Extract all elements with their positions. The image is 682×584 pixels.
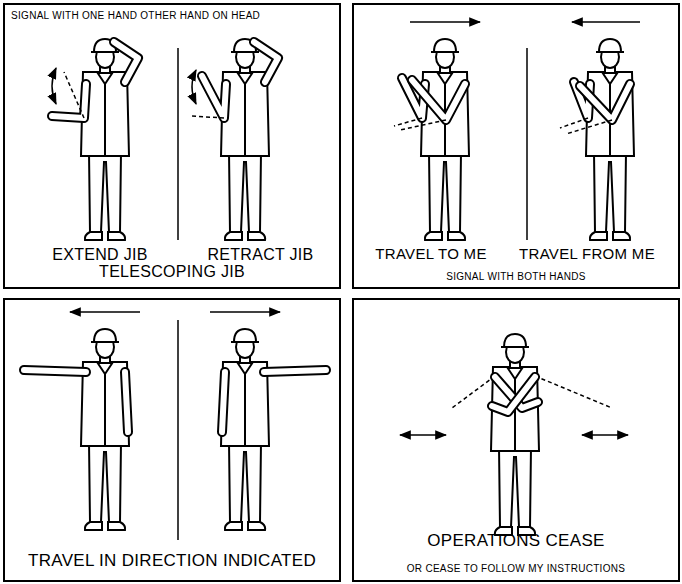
signal-caption: OPERATIONS CEASE [354, 532, 678, 551]
signal-caption: TRAVEL TO ME [356, 246, 506, 263]
signal-panel: TRAVEL TO METRAVEL FROM ME SIGNAL WITH BO… [352, 3, 680, 289]
signaller-figure [24, 312, 140, 530]
signaller-figure [394, 22, 480, 240]
signaller-figure [560, 22, 640, 240]
divider-line [177, 48, 179, 240]
signal-panel: TRAVEL IN DIRECTION INDICATED [3, 298, 341, 582]
signaller-figure [190, 39, 278, 240]
signal-caption: EXTEND JIB [25, 246, 175, 264]
signal-caption: SIGNAL WITH BOTH HANDS [354, 271, 678, 282]
instruction-note: SIGNAL WITH ONE HAND OTHER HAND ON HEAD [11, 10, 331, 21]
signal-panel: OPERATIONS CEASE OR CEASE TO FOLLOW MY IN… [352, 298, 680, 582]
signaller-figure [400, 334, 628, 535]
signaller-figure [52, 39, 138, 240]
divider-line [177, 320, 179, 540]
signal-panel: SIGNAL WITH ONE HAND OTHER HAND ON HEAD E… [3, 3, 341, 289]
signal-caption: TRAVEL IN DIRECTION INDICATED [5, 552, 339, 571]
signaller-figure [210, 312, 326, 530]
signal-caption: OR CEASE TO FOLLOW MY INSTRUCTIONS [354, 563, 678, 574]
signal-caption: TRAVEL FROM ME [494, 246, 680, 263]
divider-line [526, 48, 528, 240]
signal-caption: TELESCOPING JIB [5, 263, 339, 281]
signal-caption: RETRACT JIB [183, 246, 338, 264]
